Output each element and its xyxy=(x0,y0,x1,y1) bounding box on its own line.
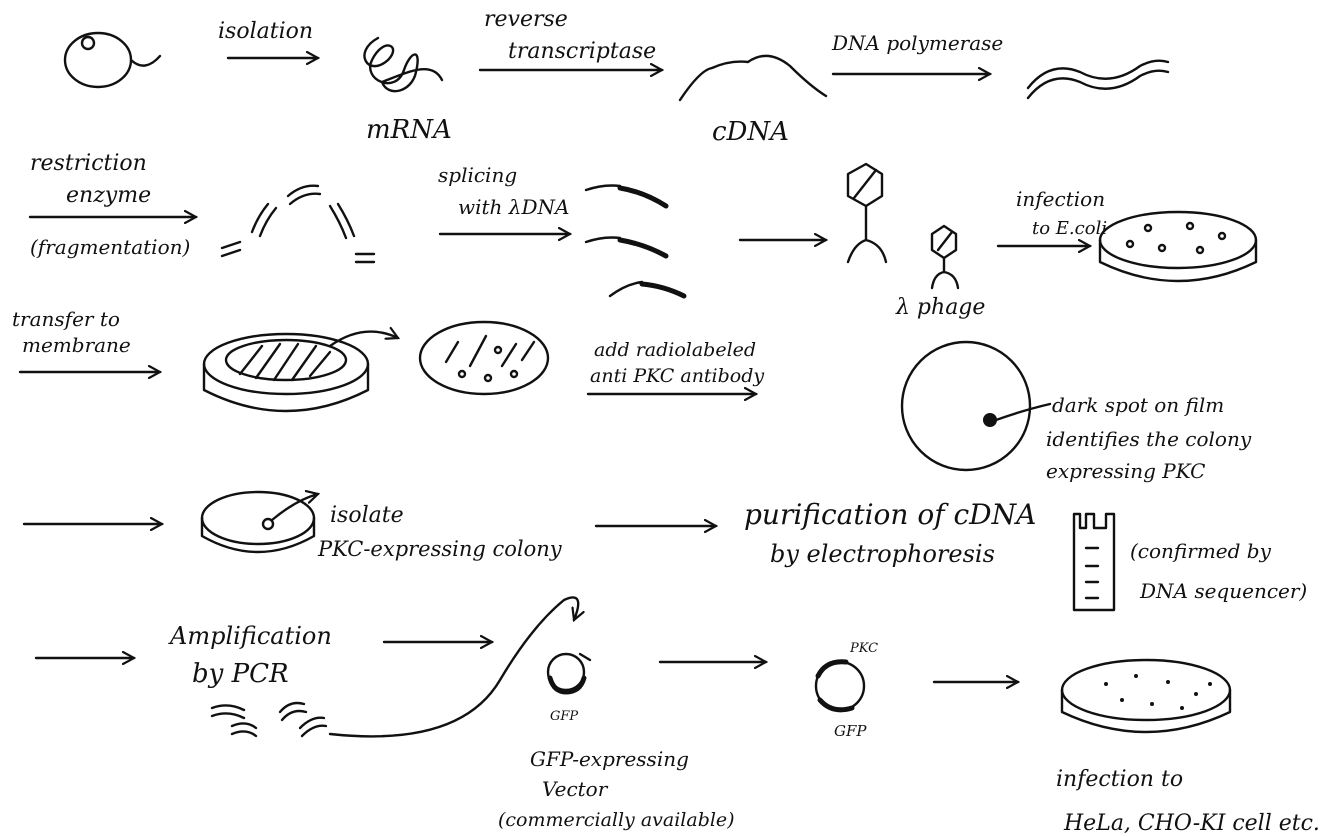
transfer-to-label: transfer to xyxy=(12,307,120,331)
infection-label: infection xyxy=(1016,187,1105,211)
ecoli-plate xyxy=(1100,212,1256,281)
pkc-label-plasmid: PKC xyxy=(849,641,878,656)
fragmentation-label: (fragmentation) xyxy=(30,235,190,259)
restriction-label: restriction xyxy=(30,151,147,176)
anti-pkc-label: anti PKC antibody xyxy=(590,365,764,387)
pcr-fragments xyxy=(212,703,326,736)
gfp-expressing-label: GFP-expressing xyxy=(530,747,689,771)
hela-cells-label: HeLa, CHO-KI cell etc. xyxy=(1063,811,1320,836)
pkc-colony-label: PKC-expressing colony xyxy=(317,537,563,561)
dna-sequencer-label: DNA sequencer) xyxy=(1139,579,1307,603)
splicing-label: splicing xyxy=(438,163,517,187)
dna-polymerase-label: DNA polymerase xyxy=(831,31,1003,55)
identifies-label: identifies the colony xyxy=(1046,427,1252,451)
with-lambda-dna-label: with λDNA xyxy=(458,195,569,219)
electrophoresis-gel xyxy=(1074,514,1114,610)
isolation-label: isolation xyxy=(218,19,313,44)
gfp-label-vector: GFP xyxy=(550,709,578,724)
purification-label: purification of cDNA xyxy=(744,498,1036,531)
enzyme-label: enzyme xyxy=(66,183,151,208)
pkc-gfp-plasmid xyxy=(816,662,864,710)
gfp-label-plasmid: GFP xyxy=(834,722,867,740)
spliced-lambda-dna xyxy=(586,186,684,297)
arrow-insert-to-vector xyxy=(330,598,578,737)
dna-fragments xyxy=(222,186,374,262)
expressing-pkc-label: expressing PKC xyxy=(1046,459,1205,483)
arrow-to-membrane xyxy=(330,332,398,346)
membrane-colonies xyxy=(420,322,548,394)
isolate-label: isolate xyxy=(330,503,404,528)
membrane-label: membrane xyxy=(22,333,131,357)
transcriptase-label: transcriptase xyxy=(508,39,656,64)
membrane-plate xyxy=(204,334,368,411)
vector-label: Vector xyxy=(542,777,609,801)
double-strand-dna xyxy=(1028,61,1168,98)
mrna-strand xyxy=(364,38,442,91)
by-pcr-label: by PCR xyxy=(192,659,289,689)
confirmed-by-label: (confirmed by xyxy=(1130,539,1272,563)
dark-spot-label: dark spot on film xyxy=(1052,393,1224,417)
mrna-label: mRNA xyxy=(366,115,452,145)
reverse-label: reverse xyxy=(484,7,568,32)
cell-icon xyxy=(65,33,160,87)
amplification-label: Amplification xyxy=(168,622,332,650)
lambda-phage-large xyxy=(848,164,886,262)
commercially-available-label: (commercially available) xyxy=(498,809,735,831)
add-radiolabeled-label: add radiolabeled xyxy=(594,339,756,361)
to-ecoli-label: to E.coli xyxy=(1032,218,1107,239)
isolate-plate xyxy=(202,492,318,552)
infection-to-label: infection to xyxy=(1056,767,1183,792)
cdna-label: cDNA xyxy=(712,117,789,147)
cdna-strand xyxy=(680,56,826,100)
film-circle xyxy=(902,342,1050,470)
electrophoresis-label: by electrophoresis xyxy=(770,540,995,568)
host-cell-plate xyxy=(1062,660,1230,732)
lambda-phage-label: λ phage xyxy=(895,295,985,320)
lambda-phage-small xyxy=(932,226,958,288)
gfp-vector xyxy=(548,654,590,692)
